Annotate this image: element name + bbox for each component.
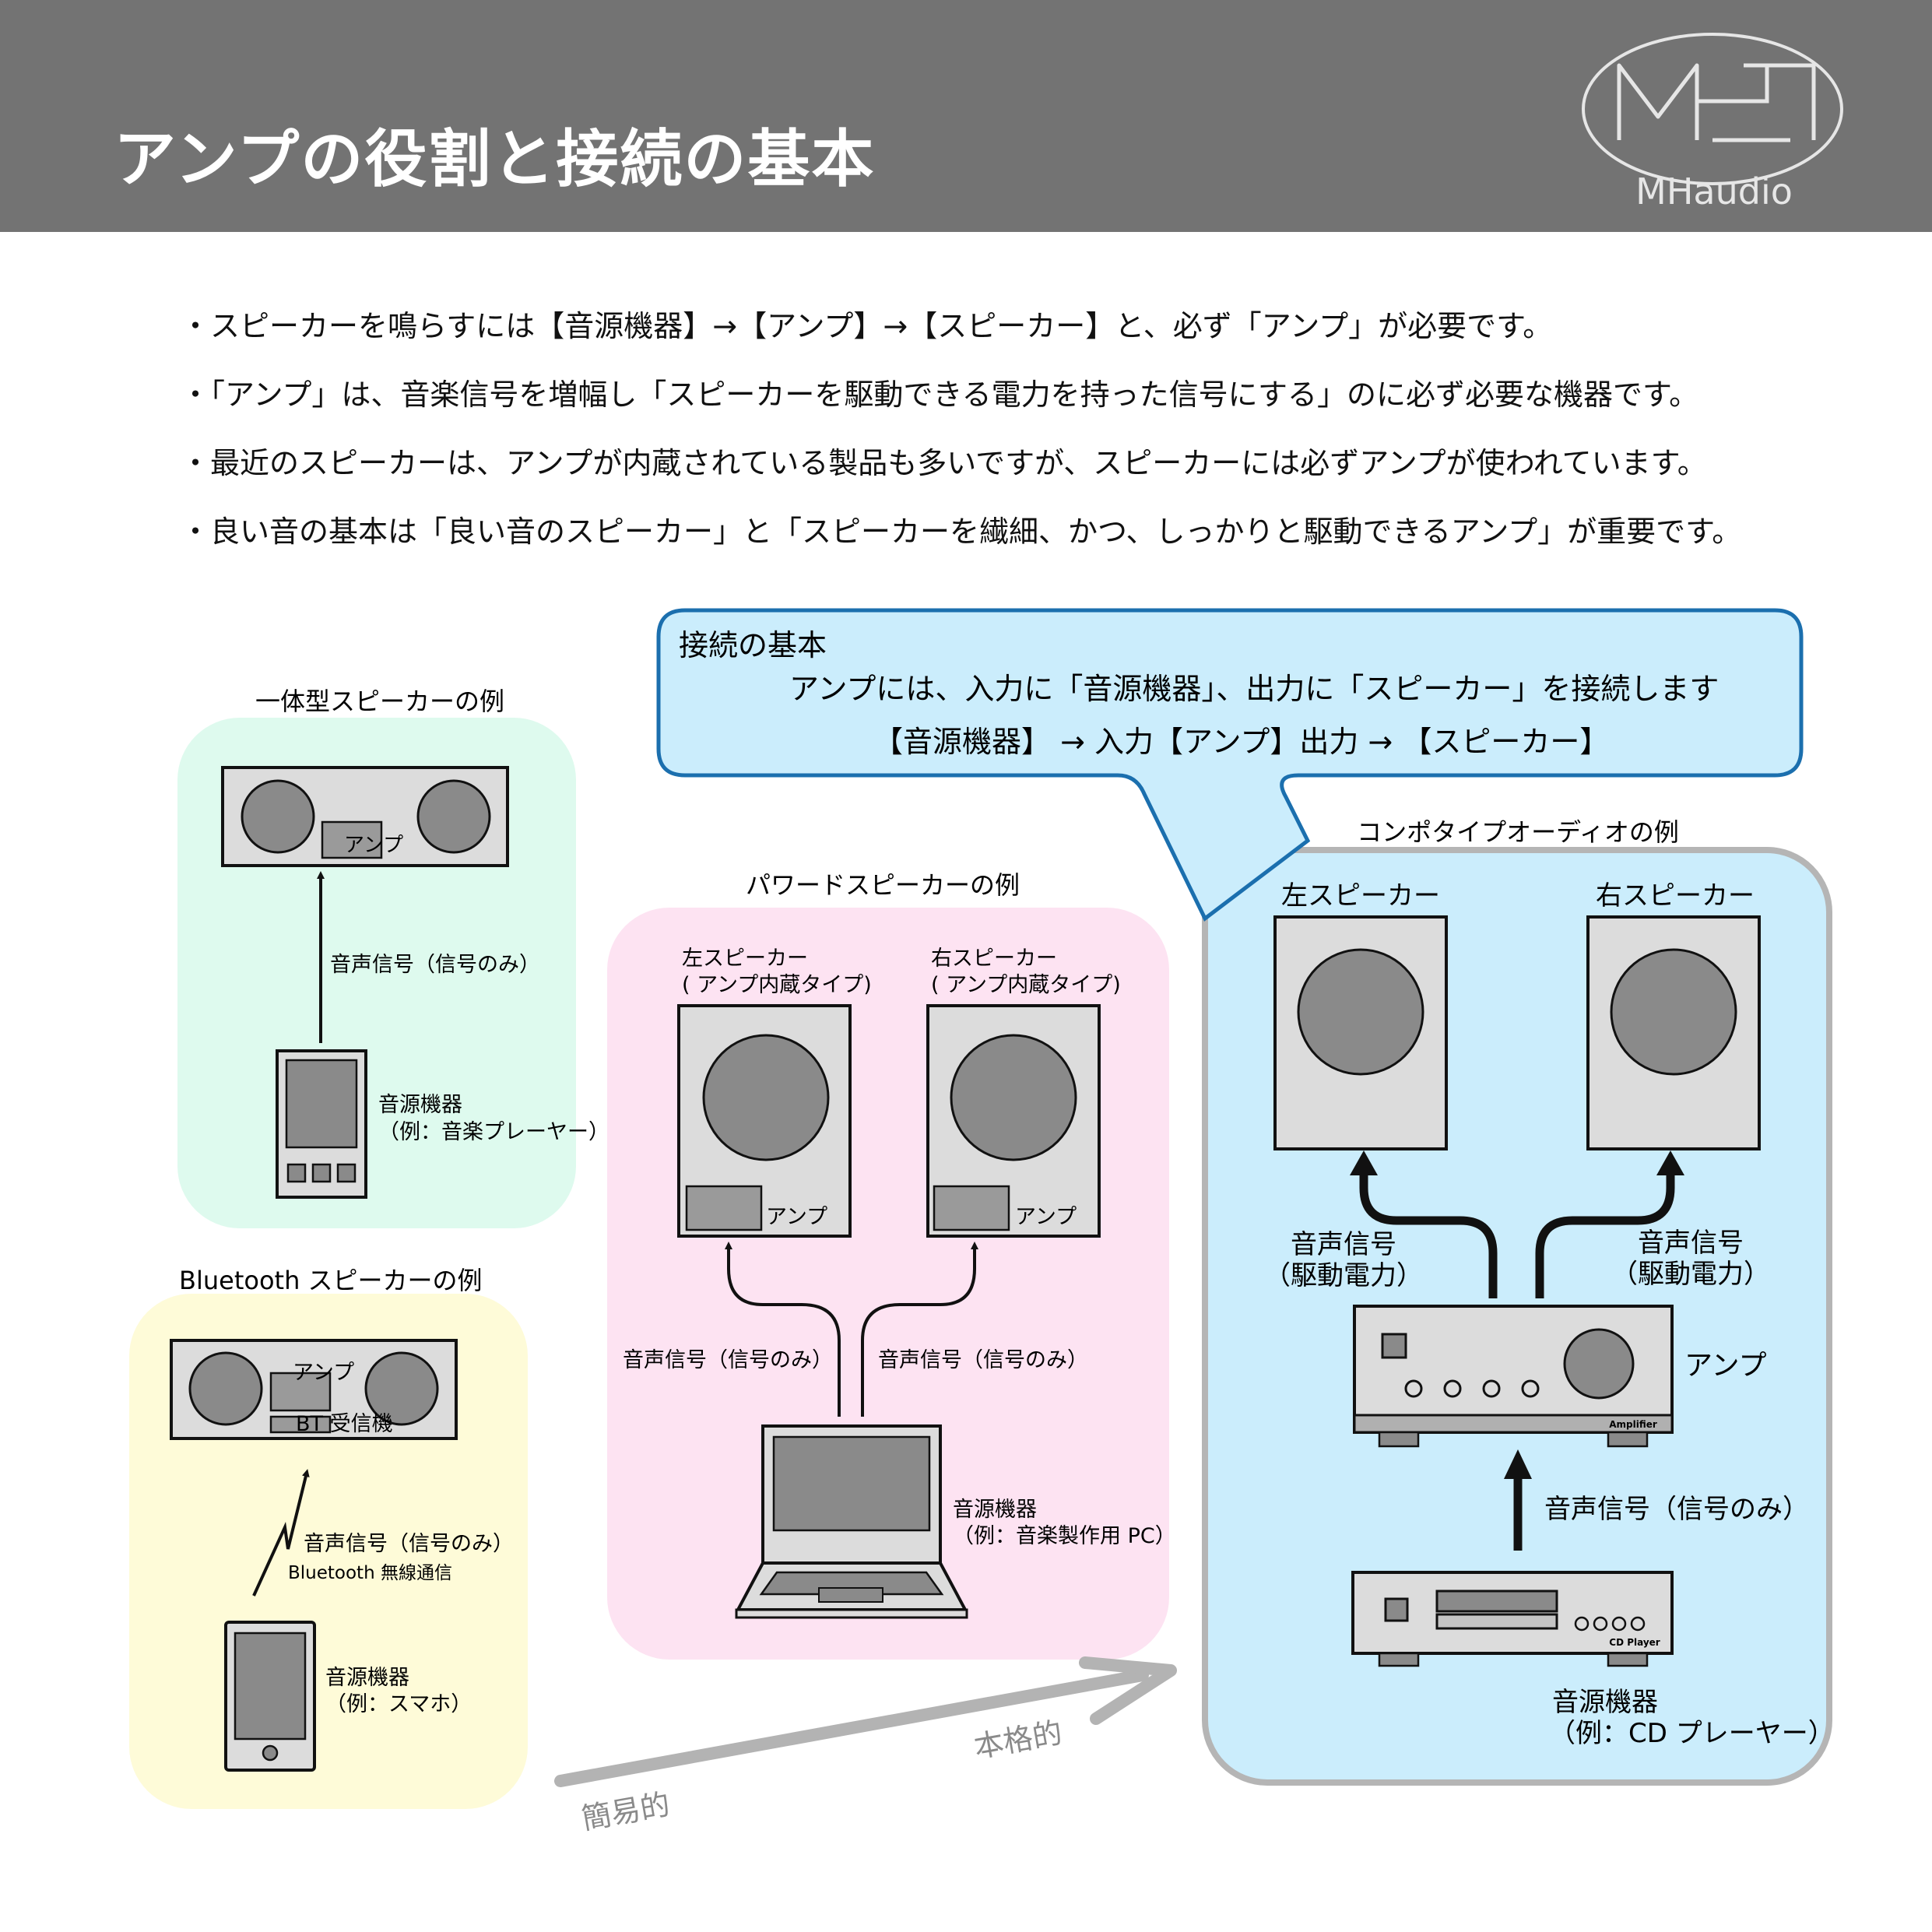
callout-bubble — [656, 608, 1804, 922]
bluetooth-amp-label: アンプ — [293, 1361, 354, 1385]
header-bar: アンプの役割と接続の基本 — [0, 0, 1932, 232]
logo-wordmark: MHaudio — [1635, 170, 1793, 213]
power-button — [1381, 1333, 1407, 1359]
component-left-speaker-label: 左スピーカー — [1281, 880, 1440, 912]
knob — [1404, 1379, 1423, 1398]
page-title: アンプの役割と接続の基本 — [114, 123, 876, 195]
amp-block — [933, 1185, 1010, 1231]
integrated-source-example: （例：音楽プレーヤー） — [378, 1120, 609, 1144]
bluetooth-bt-label: BT 受信機 — [296, 1412, 393, 1436]
arrowhead — [1350, 1150, 1378, 1175]
integrated-title: 一体型スピーカーの例 — [255, 687, 504, 716]
logo: MHaudio — [1582, 33, 1843, 213]
amp-block — [685, 1185, 763, 1231]
amplifier-unit: Amplifier — [1353, 1305, 1674, 1448]
component-right-speaker-label: 右スピーカー — [1596, 880, 1755, 912]
component-audio-example: コンポタイプオーディオの例 左スピーカー 右スピーカー 音声信号 （駆動電力） … — [1202, 817, 1835, 1786]
component-title: コンポタイプオーディオの例 — [1357, 817, 1679, 847]
powered-right-amp-label: アンプ — [1015, 1205, 1077, 1229]
component-drive-left-label: 音声信号 — [1291, 1229, 1396, 1260]
bullet-item: ・最近のスピーカーは、アンプが内蔵されている製品も多いですが、スピーカーには必ず… — [181, 446, 1707, 480]
powered-title: パワードスピーカーの例 — [746, 870, 1020, 900]
callout-heading: 接続の基本 — [679, 628, 827, 662]
component-source-label: 音源機器 — [1552, 1687, 1658, 1718]
powered-speaker-example: パワードスピーカーの例 左スピーカー ( アンプ内蔵タイプ) 右スピーカー ( … — [607, 870, 1176, 1660]
laptop-icon — [735, 1424, 968, 1619]
amp-badge: Amplifier — [1609, 1419, 1657, 1430]
knob — [1443, 1379, 1462, 1398]
speaker-driver — [188, 1351, 263, 1426]
drive-arrow-left — [1359, 1175, 1498, 1298]
signal-arrow-right — [861, 1242, 978, 1417]
volume-knob — [1563, 1328, 1635, 1400]
callout-line-2: 【音源機器】 → 入力【アンプ】出力 → 【スピーカー】 — [873, 725, 1609, 759]
music-player-icon — [276, 1049, 367, 1199]
powered-left-subtitle: ( アンプ内蔵タイプ) — [682, 973, 872, 997]
cd-badge: CD Player — [1609, 1637, 1660, 1648]
signal-arrow-left — [725, 1242, 841, 1417]
powered-left-amp-label: アンプ — [766, 1205, 827, 1229]
powered-signal-right: 音声信号（信号のみ） — [878, 1348, 1088, 1372]
progression-simple-label: 簡易的 — [579, 1787, 673, 1836]
wireless-signal-arrow — [252, 1469, 310, 1597]
integrated-speaker-example: 一体型スピーカーの例 アンプ 音声信号（信号のみ） 音源機器 （例：音楽プレーヤ… — [177, 687, 609, 1228]
progression-serious-label: 本格的 — [971, 1716, 1065, 1765]
bt-receiver-block — [269, 1415, 332, 1434]
component-source-example: （例：CD プレーヤー） — [1549, 1718, 1835, 1749]
disc-tray — [1435, 1590, 1558, 1613]
bullet-item: ・「アンプ」は、音楽信号を増幅し「スピーカーを駆動できる電力を持った信号にする」… — [181, 378, 1699, 412]
powered-right-subtitle: ( アンプ内蔵タイプ) — [931, 973, 1121, 997]
connection-basics-callout: 接続の基本 アンプには、入力に「音源機器」、出力に「スピーカー」を接続します 【… — [656, 608, 1804, 922]
powered-right-title: 右スピーカー — [931, 947, 1057, 971]
speaker-driver — [241, 779, 315, 854]
speaker-driver — [364, 1351, 439, 1426]
powered-left-title: 左スピーカー — [682, 947, 808, 971]
powered-source-label: 音源機器 — [953, 1498, 1037, 1522]
drive-arrow-right — [1535, 1175, 1675, 1298]
speaker-driver — [702, 1034, 830, 1161]
powered-signal-left: 音声信号（信号のみ） — [623, 1348, 833, 1372]
bluetooth-wireless-label: Bluetooth 無線通信 — [288, 1563, 452, 1583]
bluetooth-source-label: 音源機器 — [325, 1666, 409, 1690]
amp-block — [321, 820, 383, 859]
speaker-driver — [950, 1034, 1077, 1161]
speaker-driver — [416, 779, 491, 854]
component-drive-right-sub: （駆動電力） — [1611, 1259, 1770, 1290]
knob — [1521, 1379, 1540, 1398]
bluetooth-title: Bluetooth スピーカーの例 — [179, 1266, 483, 1295]
callout-line-1: アンプには、入力に「音源機器」、出力に「スピーカー」を接続します — [789, 672, 1719, 706]
arrowhead — [1656, 1150, 1684, 1175]
powered-source-example: （例：音楽製作用 PC） — [953, 1524, 1176, 1548]
smartphone-icon — [224, 1621, 316, 1772]
speaker-driver — [1610, 948, 1737, 1076]
integrated-amp-label: アンプ — [344, 834, 403, 857]
integrated-signal-label: 音声信号（信号のみ） — [330, 953, 540, 977]
knob — [1482, 1379, 1501, 1398]
bluetooth-speaker-example: Bluetooth スピーカーの例 アンプ BT 受信機 音声信号（信号のみ） … — [129, 1266, 528, 1809]
progression-arrow: 簡易的 本格的 — [554, 1656, 1177, 1836]
amp-block — [269, 1372, 332, 1412]
component-amp-label: アンプ — [1684, 1350, 1766, 1382]
bullet-item: ・スピーカーを鳴らすには【音源機器】→【アンプ】→【スピーカー】と、必ず「アンプ… — [181, 309, 1553, 343]
speaker-driver — [1297, 948, 1424, 1076]
arrowhead — [1504, 1449, 1532, 1479]
component-drive-left-sub: （駆動電力） — [1264, 1260, 1423, 1291]
integrated-source-label: 音源機器 — [378, 1093, 462, 1117]
cd-player-unit: CD Player — [1351, 1571, 1674, 1667]
component-drive-right-label: 音声信号 — [1638, 1228, 1744, 1259]
component-input-label: 音声信号（信号のみ） — [1544, 1494, 1809, 1525]
bluetooth-source-example: （例：スマホ） — [325, 1692, 472, 1716]
bullet-item: ・良い音の基本は「良い音のスピーカー」と「スピーカーを繊細、かつ、しっかりと駆動… — [181, 515, 1742, 549]
bluetooth-signal-label: 音声信号（信号のみ） — [304, 1532, 514, 1556]
